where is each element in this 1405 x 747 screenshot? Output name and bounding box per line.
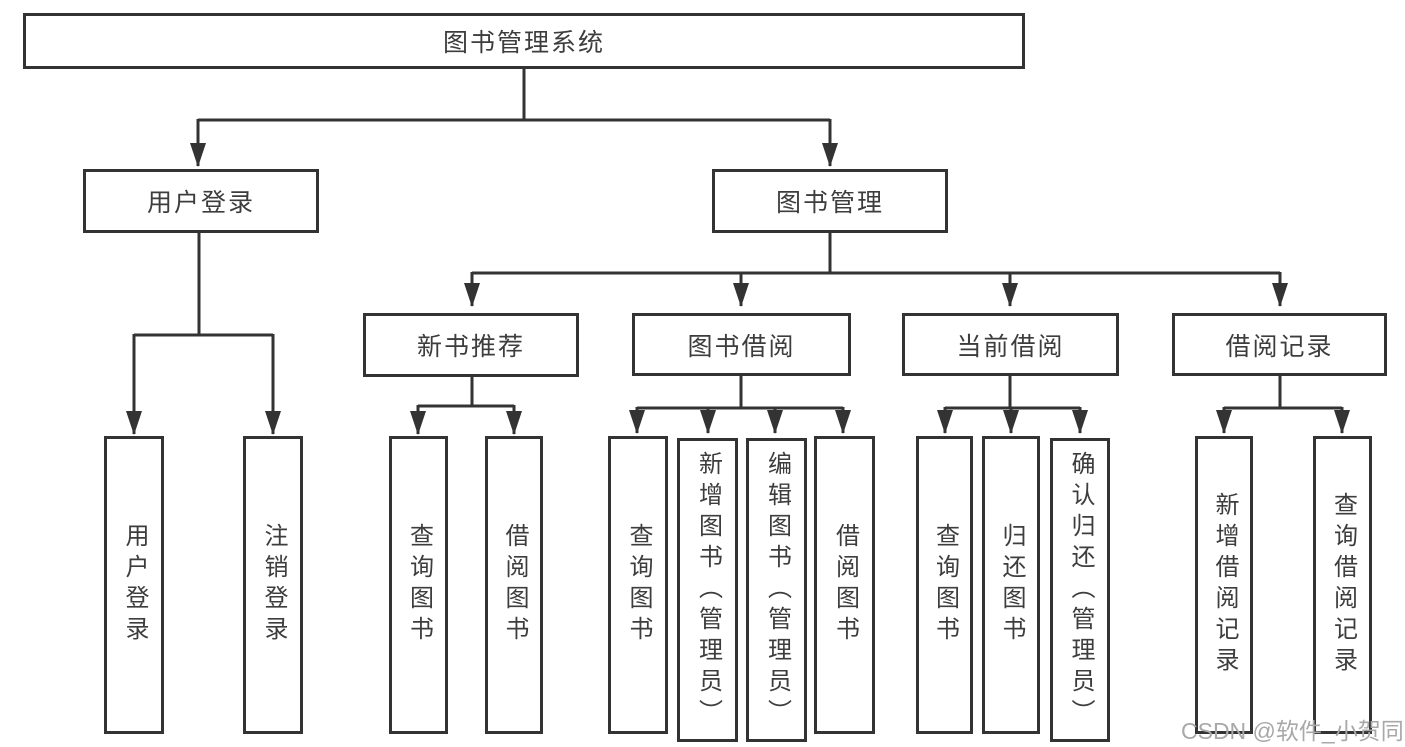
node-current-borrow: 当前借阅 <box>902 313 1119 376</box>
node-book-borrow-label: 图书借阅 <box>687 332 796 361</box>
connector-borrow-record <box>1224 376 1342 410</box>
leaf-borrow-book-1: 借阅图书 <box>485 436 543 734</box>
leaf-query-book-1: 查询图书 <box>389 436 448 734</box>
leaf-add-borrow-record: 新增借阅记录 <box>1195 436 1253 734</box>
node-new-book-rec: 新书推荐 <box>363 313 579 377</box>
node-borrow-record-label: 借阅记录 <box>1225 332 1334 361</box>
connector-user-login <box>134 233 273 337</box>
node-book-borrow: 图书借阅 <box>632 313 851 376</box>
leaf-query-borrow-record-label: 查询借阅记录 <box>1329 492 1357 678</box>
leaf-query-book-2: 查询图书 <box>608 436 668 734</box>
leaf-confirm-return-admin-label: 确认归还（管理员） <box>1067 450 1094 730</box>
leaf-confirm-return-admin: 确认归还（管理员） <box>1050 438 1110 742</box>
leaf-query-borrow-record: 查询借阅记录 <box>1313 436 1372 734</box>
leaf-logout-label: 注销登录 <box>260 523 287 647</box>
leaf-query-book-1-label: 查询图书 <box>405 523 433 647</box>
leaf-borrow-book-2: 借阅图书 <box>814 436 875 734</box>
connector-book-mgmt <box>472 233 1280 275</box>
node-root: 图书管理系统 <box>23 13 1025 69</box>
leaf-return-book: 归还图书 <box>982 436 1040 734</box>
node-new-book-rec-label: 新书推荐 <box>416 333 525 361</box>
leaf-logout: 注销登录 <box>243 436 303 734</box>
leaf-query-book-3-label: 查询图书 <box>931 523 959 647</box>
node-root-label: 图书管理系统 <box>442 29 605 57</box>
node-book-mgmt-label: 图书管理 <box>775 189 884 217</box>
leaf-borrow-book-1-label: 借阅图书 <box>501 523 528 647</box>
leaf-user-login: 用户登录 <box>104 436 164 734</box>
connector-current-borrow <box>945 376 1080 410</box>
leaf-add-book-admin-label: 新增图书（管理员） <box>694 450 722 730</box>
leaf-query-book-2-label: 查询图书 <box>625 523 652 647</box>
node-current-borrow-label: 当前借阅 <box>956 332 1065 361</box>
node-user-login-label: 用户登录 <box>146 189 255 217</box>
leaf-add-book-admin: 新增图书（管理员） <box>677 438 738 742</box>
leaf-edit-book-admin-label: 编辑图书（管理员） <box>763 450 791 730</box>
connector-new-book-rec <box>418 377 514 408</box>
leaf-add-borrow-record-label: 新增借阅记录 <box>1211 492 1238 678</box>
leaf-user-login-label: 用户登录 <box>121 523 148 647</box>
connector-book-borrow <box>637 376 843 410</box>
node-user-login: 用户登录 <box>83 169 319 233</box>
connector-root <box>198 69 830 122</box>
leaf-query-book-3: 查询图书 <box>916 436 973 734</box>
node-book-mgmt: 图书管理 <box>712 169 948 233</box>
leaf-borrow-book-2-label: 借阅图书 <box>831 523 859 647</box>
csdn-watermark: CSDN @软件_小贺同学 <box>1181 718 1405 744</box>
leaf-return-book-label: 归还图书 <box>998 523 1025 647</box>
leaf-edit-book-admin: 编辑图书（管理员） <box>746 438 807 742</box>
node-borrow-record: 借阅记录 <box>1172 313 1387 376</box>
